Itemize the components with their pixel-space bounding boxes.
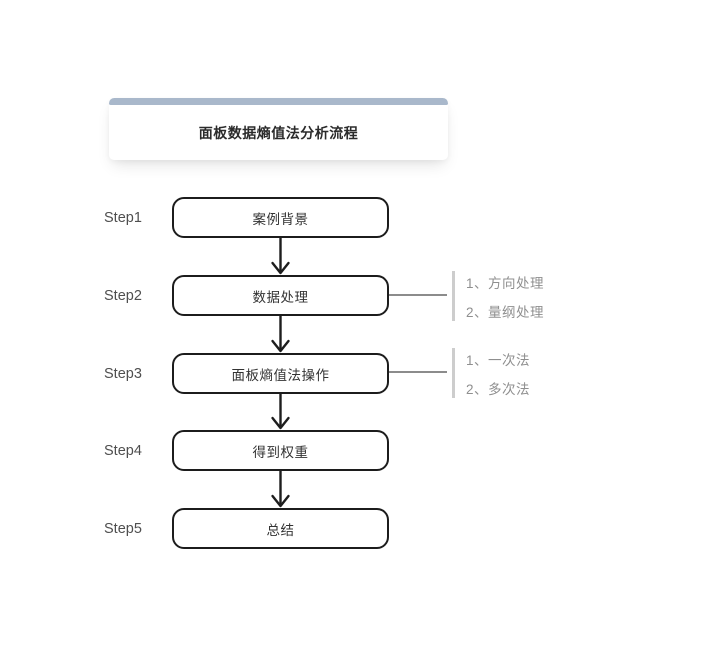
step2-annotation: 1、方向处理 2、量纲处理 bbox=[466, 269, 544, 327]
flow-node-step4: 得到权重 bbox=[172, 430, 389, 471]
arrow-down-icon bbox=[271, 238, 290, 275]
step-label-5: Step5 bbox=[104, 520, 142, 537]
step-label-2: Step2 bbox=[104, 287, 142, 304]
flow-node-step5: 总结 bbox=[172, 508, 389, 549]
arrow-down-icon bbox=[271, 471, 290, 508]
annotation-note: 1、一次法 bbox=[466, 353, 531, 368]
flow-node-step1: 案例背景 bbox=[172, 197, 389, 238]
flow-node-step2: 数据处理 bbox=[172, 275, 389, 316]
annotation-note: 2、多次法 bbox=[466, 382, 531, 397]
step-label-3: Step3 bbox=[104, 365, 142, 382]
arrow-down-icon bbox=[271, 316, 290, 353]
step2-note-divider bbox=[452, 271, 455, 321]
page-title: 面板数据熵值法分析流程 bbox=[198, 124, 359, 141]
annotation-note: 1、方向处理 bbox=[466, 276, 545, 291]
arrow-down-icon bbox=[271, 394, 290, 430]
step3-note-divider bbox=[452, 348, 455, 398]
step3-connector-line bbox=[389, 371, 447, 373]
flow-node-step3: 面板熵值法操作 bbox=[172, 353, 389, 394]
step-label-4: Step4 bbox=[104, 442, 142, 459]
step3-annotation: 1、一次法 2、多次法 bbox=[466, 346, 530, 404]
annotation-note: 2、量纲处理 bbox=[466, 305, 545, 320]
title-card: 面板数据熵值法分析流程 bbox=[109, 98, 448, 160]
step-label-1: Step1 bbox=[104, 209, 142, 226]
title-card-accent-bar bbox=[109, 98, 448, 105]
step2-connector-line bbox=[389, 294, 447, 296]
